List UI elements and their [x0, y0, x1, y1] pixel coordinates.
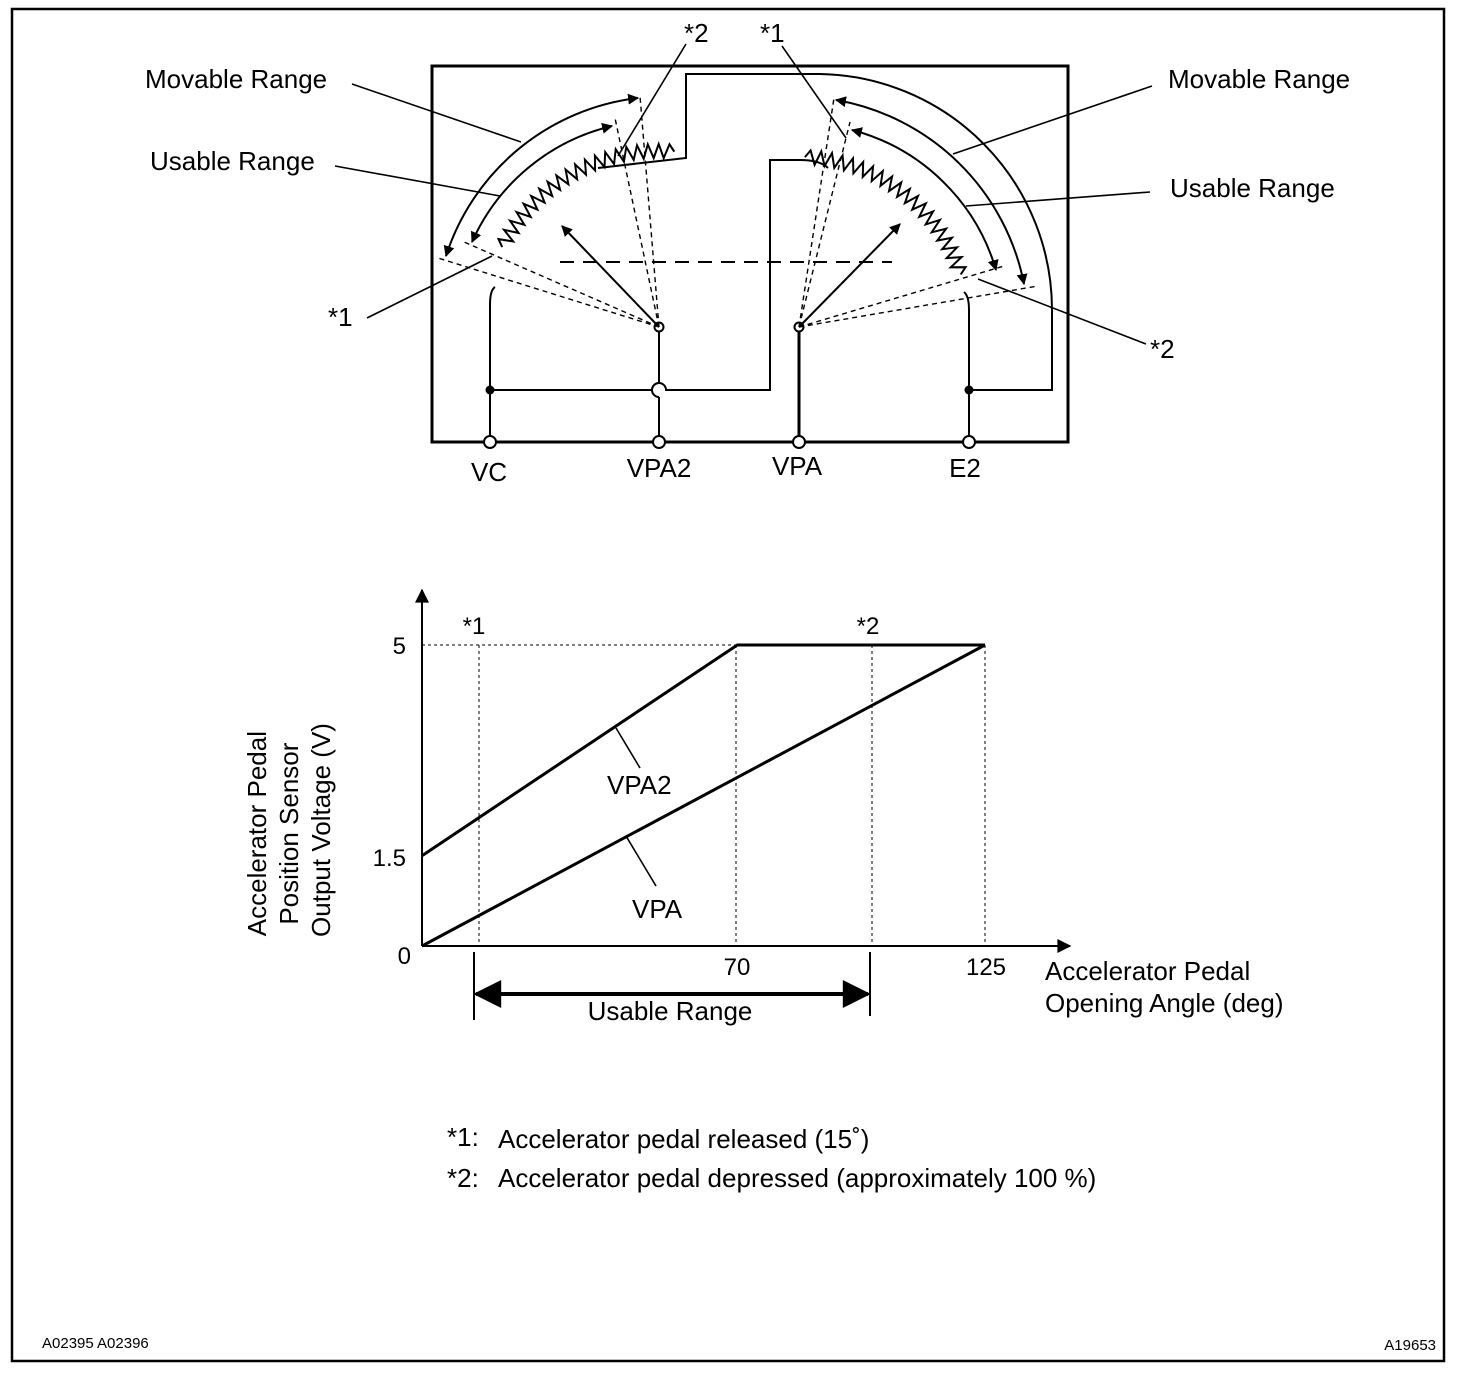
vpa2-wiper-arrow [561, 225, 660, 328]
note-1-key: *1: [447, 1122, 479, 1152]
right-movable-range-leader [952, 85, 1153, 155]
vpa2-hop [651, 382, 660, 398]
right-usable-range-label: Usable Range [1170, 173, 1335, 203]
left-usable-range-leader [334, 165, 501, 197]
left-resistor-top-wire [597, 73, 1053, 391]
terminal-label-vc: VC [471, 457, 507, 487]
sensor-housing [430, 64, 1070, 444]
vpa-wiper-arrow [798, 223, 901, 328]
resistor-left [496, 141, 676, 248]
note-1-text: Accelerator pedal released (15˚) [498, 1124, 869, 1154]
y-tick-0: 0 [398, 943, 411, 970]
x-axis-label-line-2: Opening Angle (deg) [1045, 988, 1284, 1018]
notes: *1: Accelerator pedal released (15˚) *2:… [447, 1122, 1096, 1193]
left-movable-range-label: Movable Range [145, 64, 327, 94]
terminal-e2 [962, 435, 976, 449]
left-marker-1-label: *1 [328, 302, 353, 332]
note-2-key: *2: [447, 1163, 479, 1193]
y-axis-label-line-2: Position Sensor [274, 742, 304, 924]
right-usable-range-leader [965, 191, 1151, 207]
series-vpa2-label: VPA2 [607, 770, 672, 800]
x-tick-125: 125 [966, 954, 1006, 981]
sensor-diagram: VC VPA2 VPA E2 Movable Range Usable Rang… [145, 18, 1350, 487]
resistor-right-wire-tail [963, 291, 970, 442]
footer-left-code: A02395 A02396 [42, 1335, 149, 1352]
right-marker-2-label: *2 [1150, 334, 1175, 364]
terminal-vpa [792, 435, 806, 449]
x-axis-label-line-1: Accelerator Pedal [1045, 956, 1250, 986]
voltage-chart: VPA2 VPA 5 1.5 0 70 125 *1 *2 Accelerato… [242, 588, 1284, 1026]
series-vpa-line [421, 643, 986, 948]
y-tick-5: 5 [393, 633, 406, 660]
right-usable-arc [850, 127, 999, 272]
right-movable-ray-low [798, 285, 1039, 328]
series-vpa-leader [625, 835, 657, 887]
left-usable-arc [471, 122, 614, 244]
right-marker-1-label: *1 [760, 18, 785, 48]
left-movable-arc [443, 93, 640, 258]
left-movable-ray-high [639, 95, 660, 328]
y-tick-1.5: 1.5 [373, 845, 406, 872]
chart-marker-1: *1 [463, 613, 486, 640]
y-axis-label-line-1: Accelerator Pedal [242, 731, 272, 936]
right-marker-1-leader [781, 45, 847, 139]
series-vpa2-leader [615, 727, 641, 769]
left-marker-2-label: *2 [684, 18, 709, 48]
note-2-text: Accelerator pedal depressed (approximate… [498, 1163, 1096, 1193]
right-usable-ray-high [798, 121, 851, 328]
terminal-label-vpa2: VPA2 [627, 453, 692, 483]
y-axis-label-line-3: Output Voltage (V) [306, 723, 336, 937]
series-vpa-label: VPA [632, 894, 683, 924]
left-marker-2-leader [617, 43, 687, 157]
outer-frame [10, 7, 1446, 1363]
terminal-vc [483, 435, 497, 449]
terminal-label-e2: E2 [949, 453, 981, 483]
resistor-left-wire-tail [489, 286, 496, 306]
y-axis-label: Accelerator Pedal Position Sensor Output… [242, 723, 336, 937]
left-usable-range-label: Usable Range [150, 146, 315, 176]
left-movable-range-leader [351, 83, 522, 143]
left-marker-1-leader [366, 255, 493, 319]
resistor-right [804, 148, 968, 276]
terminal-label-vpa: VPA [772, 451, 823, 481]
right-movable-arc [834, 96, 1028, 286]
left-movable-ray-low [437, 257, 660, 328]
usable-range-label: Usable Range [588, 996, 753, 1026]
series-vpa2-line [421, 643, 985, 857]
right-movable-range-label: Movable Range [1168, 64, 1350, 94]
junction-e2 [964, 385, 974, 395]
right-movable-ray-high [798, 97, 835, 328]
right-marker-2-leader [977, 278, 1147, 345]
terminal-vpa2 [652, 435, 666, 449]
footer-right-code: A19653 [1384, 1337, 1436, 1354]
left-usable-ray-low [463, 241, 660, 328]
chart-marker-2: *2 [857, 613, 880, 640]
x-tick-70: 70 [724, 954, 751, 981]
